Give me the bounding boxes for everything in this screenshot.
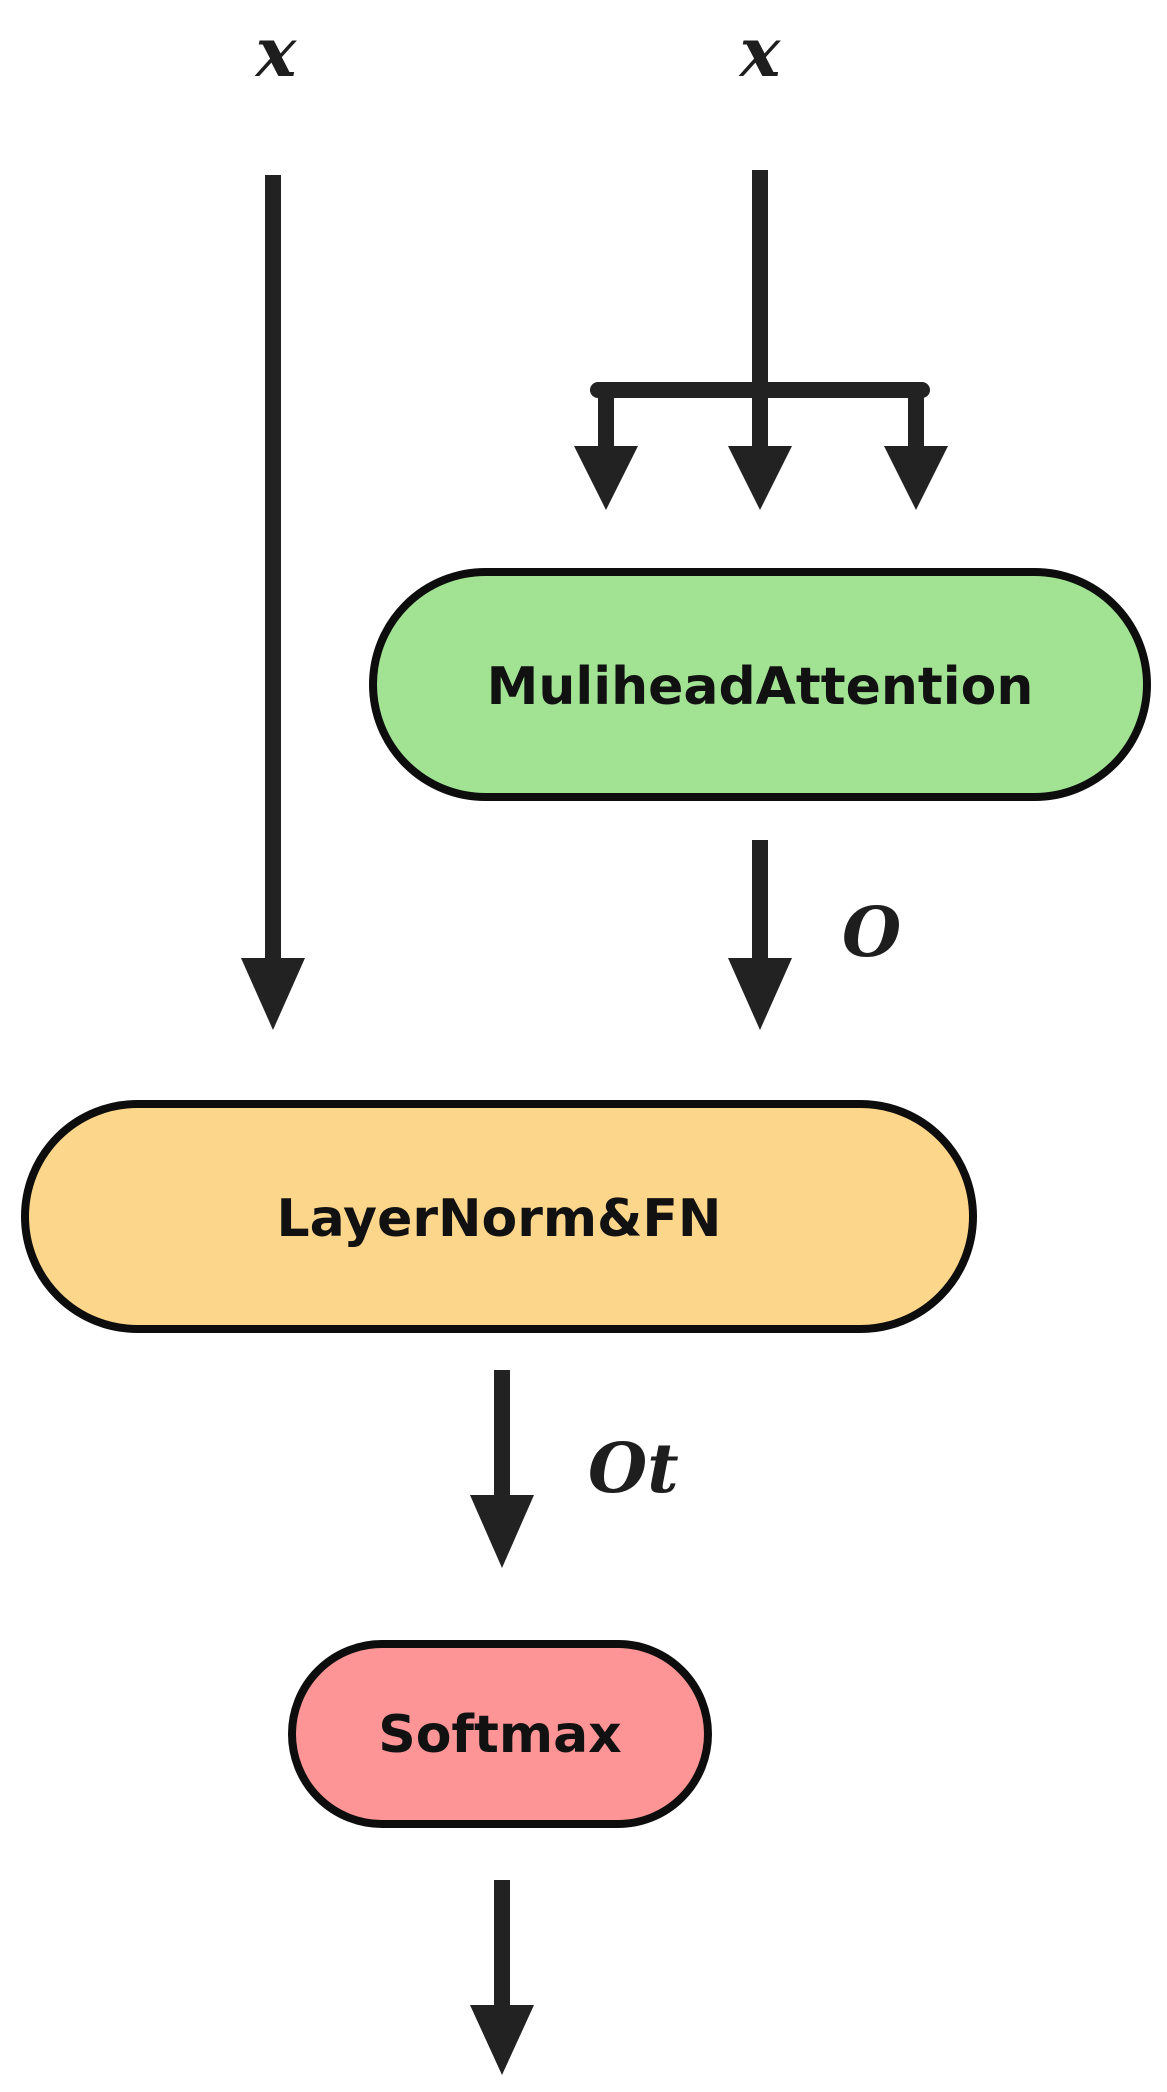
layernorm-output-arrow [470, 1370, 534, 1568]
input-left-label: x [254, 13, 298, 93]
softmax-node-label: Softmax [378, 1705, 621, 1765]
layernorm-node-shape [21, 1100, 977, 1333]
softmax-node-shape [288, 1640, 712, 1828]
value-arrow [884, 446, 948, 510]
attention-node-shape [369, 568, 1151, 801]
residual-arrow [241, 175, 305, 1030]
layernorm-node: LayerNorm&FN [21, 1100, 977, 1333]
attention-node: MuliheadAttention [369, 568, 1151, 801]
attention-node-label: MuliheadAttention [487, 657, 1034, 717]
query-arrow [574, 446, 638, 510]
layernorm-output-label: Ot [588, 1429, 679, 1509]
attention-output-label: O [842, 893, 901, 973]
softmax-node: Softmax [288, 1640, 712, 1828]
input-right-label: x [738, 13, 782, 93]
layernorm-node-label: LayerNorm&FN [277, 1189, 722, 1249]
key-arrow [728, 446, 792, 510]
attention-output-arrow [728, 840, 792, 1030]
final-output-arrow [470, 1880, 534, 2075]
